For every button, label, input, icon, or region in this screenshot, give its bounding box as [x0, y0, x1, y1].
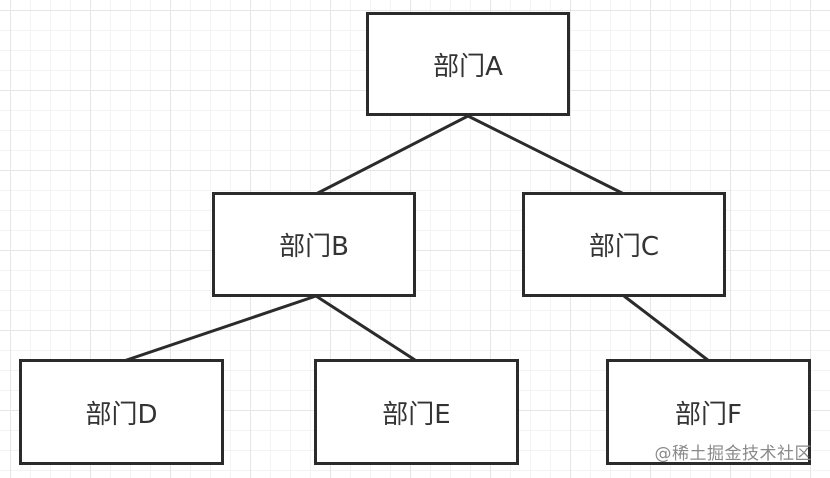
edge-b-d [120, 294, 317, 364]
department-node-e: 部门E [314, 359, 519, 465]
edge-a-c [467, 114, 625, 196]
department-node-d: 部门D [19, 359, 224, 465]
department-label-a: 部门A [433, 51, 503, 82]
department-node-f: 部门F [606, 359, 811, 465]
department-label-e: 部门E [382, 399, 451, 430]
edge-a-b [315, 114, 469, 196]
department-node-c: 部门C [522, 192, 726, 297]
department-label-c: 部门C [588, 232, 660, 262]
department-node-a: 部门A [366, 12, 570, 116]
edge-b-e [315, 294, 416, 362]
department-label-f: 部门F [675, 399, 742, 430]
department-label-b: 部门B [279, 232, 349, 262]
edge-c-f [623, 294, 710, 363]
watermark-text: @稀土掘金技术社区 [654, 444, 812, 464]
department-node-b: 部门B [212, 192, 416, 297]
department-label-d: 部门D [85, 399, 158, 430]
